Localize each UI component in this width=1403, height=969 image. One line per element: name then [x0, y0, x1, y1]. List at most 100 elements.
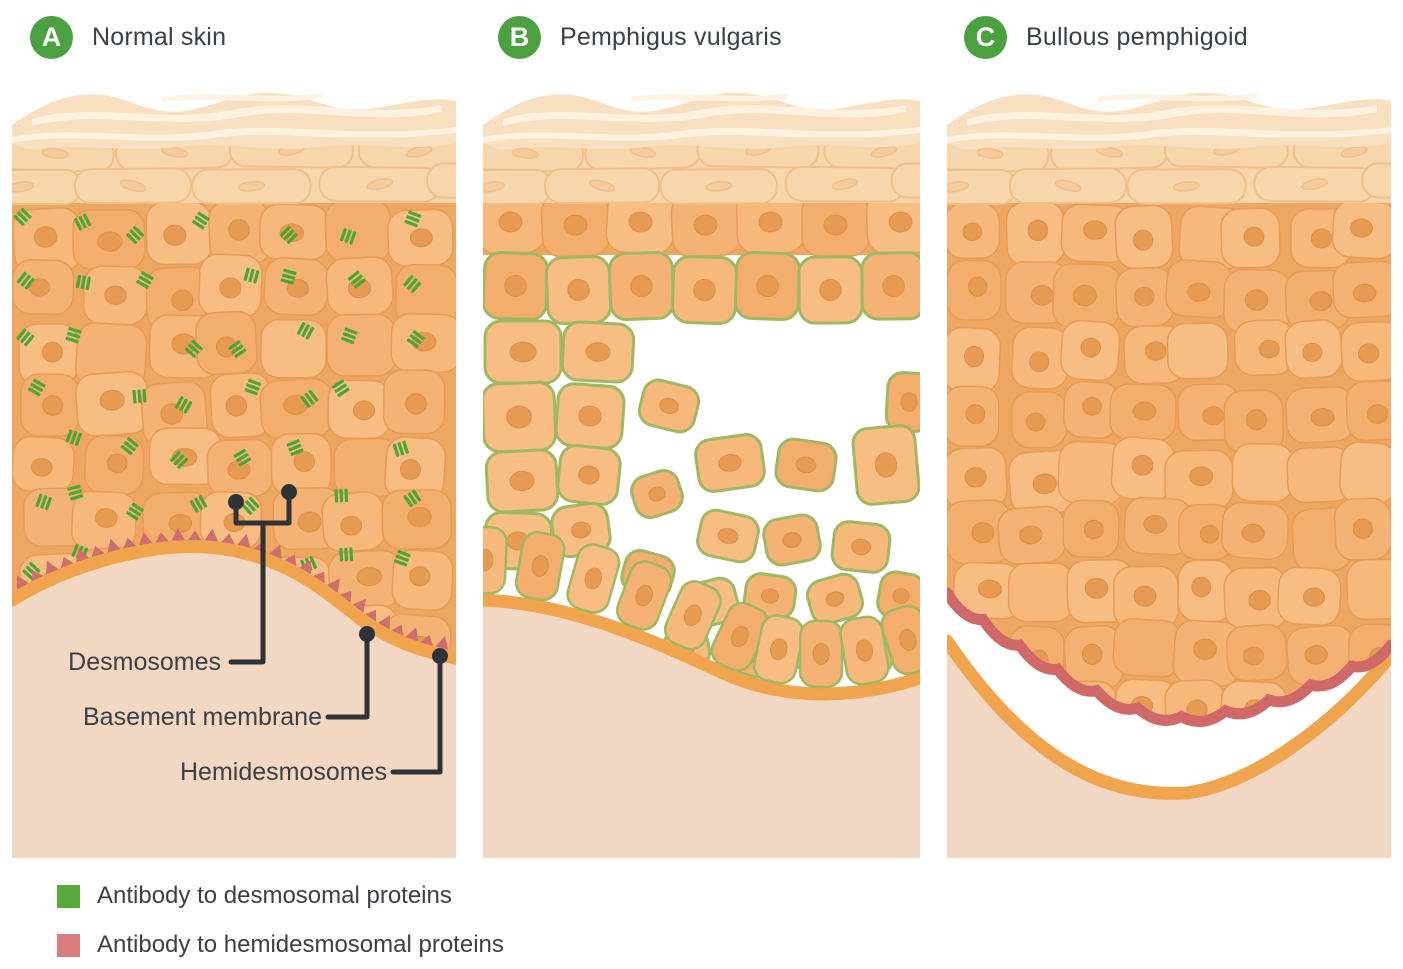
- desmosome-dot-left: [228, 494, 244, 510]
- panel-b-header: B Pemphigus vulgaris: [498, 16, 782, 59]
- hemidesmosome-tooth: [45, 560, 59, 576]
- antibody-mark-icon: [120, 437, 139, 456]
- cell-nucleus: [356, 567, 382, 587]
- cell-nucleus: [770, 638, 788, 661]
- cell-nucleus: [1310, 408, 1335, 427]
- acantholytic-cells: [483, 250, 920, 679]
- corneum-highlight-streak: [1097, 93, 1257, 102]
- hemidesmosome-tooth: [326, 578, 340, 594]
- antibody-mark-icon: [334, 488, 349, 503]
- cell-nucleus: [297, 511, 322, 533]
- squamous-cell-nucleus: [870, 145, 897, 158]
- epidermis-cells: [947, 203, 1391, 722]
- hemidesmosomal-antibody-rim: [947, 587, 1391, 727]
- panel-b-title: Pemphigus vulgaris: [560, 23, 782, 51]
- squamous-cell-nucleus: [366, 178, 394, 191]
- hemidesmosome-tooth: [171, 527, 186, 542]
- cell-nucleus: [1302, 587, 1325, 607]
- cell-nucleus: [41, 341, 63, 363]
- cell-nucleus: [409, 566, 431, 587]
- dermis: [483, 600, 920, 858]
- cell-nucleus: [1030, 285, 1054, 306]
- antibody-mark-icon: [244, 378, 262, 396]
- cell-nucleus: [340, 515, 363, 536]
- keratinocyte-cell: [324, 199, 392, 263]
- cell-nucleus: [963, 345, 985, 368]
- cell-nucleus: [1244, 289, 1269, 311]
- antibody-mark-icon: [392, 440, 409, 457]
- antibody-mark-icon: [136, 271, 154, 289]
- cell-nucleus: [761, 588, 779, 604]
- cell-nucleus: [1080, 337, 1102, 358]
- keratinocyte-cell: [1166, 322, 1229, 380]
- antibody-mark-icon: [243, 267, 260, 284]
- flattened-squamous-cell: [890, 162, 920, 201]
- antibody-mark-icon: [184, 339, 203, 358]
- stratum-corneum-surface: [12, 92, 456, 150]
- cell-nucleus: [756, 274, 779, 298]
- antibody-mark-icon: [169, 450, 189, 469]
- cell-nucleus: [1241, 523, 1265, 543]
- keratinocyte-cell: [1007, 562, 1075, 623]
- antibody-mark-icon: [28, 378, 46, 397]
- cell-nucleus: [628, 211, 653, 233]
- flattened-squamous-cell: [426, 162, 456, 201]
- cell-nucleus: [160, 403, 184, 425]
- cell-nucleus: [971, 522, 995, 544]
- cell-nucleus: [1258, 339, 1280, 359]
- cell-nucleus: [227, 460, 251, 480]
- cell-nucleus: [1032, 473, 1057, 495]
- cell-nucleus: [1189, 466, 1214, 487]
- cell-nucleus: [293, 451, 315, 472]
- squamous-cell-nucleus: [12, 181, 35, 193]
- cell-nucleus: [409, 228, 433, 248]
- panel-c-header: C Bullous pemphigoid: [964, 16, 1248, 59]
- antibody-mark-icon: [16, 328, 35, 347]
- cell-nucleus: [758, 211, 783, 233]
- panel-c-title: Bullous pemphigoid: [1026, 23, 1248, 51]
- desmosome-leader-line: [228, 520, 266, 665]
- cell-nucleus: [1082, 396, 1102, 416]
- hemidesmosome-tooth: [16, 575, 30, 590]
- squamous-cell-nucleus: [483, 181, 505, 193]
- antibody-mark-icon: [403, 275, 422, 294]
- panel-b-badge: B: [498, 16, 541, 59]
- hemidesmosome-tooth: [284, 554, 297, 567]
- cell-nucleus: [717, 528, 739, 544]
- attached-basal-cells: [483, 525, 920, 689]
- squamous-cell-nucleus: [237, 180, 266, 192]
- antibody-mark-icon: [228, 340, 247, 359]
- hemidesmosome-tooth: [419, 635, 434, 647]
- basement-membrane-leader-line: [325, 632, 370, 720]
- cell-nucleus: [33, 226, 58, 248]
- cell-nucleus: [1073, 284, 1097, 307]
- antibody-mark-icon: [279, 225, 298, 244]
- corneum-highlight-streak: [483, 127, 920, 143]
- cell-nucleus: [571, 521, 591, 539]
- cell-nucleus: [228, 219, 250, 241]
- hemidesmosome-tooth: [204, 528, 219, 542]
- desmosome-dot-right: [281, 484, 297, 500]
- cell-nucleus: [1246, 409, 1267, 431]
- upper-epidermis-layers: [483, 92, 920, 205]
- cell-nucleus: [1302, 342, 1323, 363]
- cell-nucleus: [171, 333, 197, 355]
- detached-basement-membrane-band: [947, 634, 1391, 800]
- cell-nucleus: [1027, 219, 1049, 242]
- cell-nucleus: [1029, 351, 1050, 373]
- cell-nucleus: [563, 214, 588, 236]
- antibody-mark-icon: [132, 389, 147, 404]
- panel-a-annotations: Desmosomes Basement membrane Hemidesmoso…: [68, 484, 448, 786]
- hemidesmosome-tooth: [91, 546, 105, 558]
- squamous-cell-nucleus: [1301, 178, 1329, 191]
- squamous-cell-nucleus: [1172, 180, 1201, 192]
- cell-nucleus: [888, 211, 913, 233]
- cell-nucleus: [1357, 343, 1380, 364]
- cell-nucleus: [1352, 283, 1377, 303]
- squamous-cell-nucleus: [1340, 145, 1368, 158]
- cell-nucleus: [899, 629, 917, 651]
- cell-nucleus: [506, 405, 532, 429]
- squamous-cell-nucleus: [588, 179, 616, 192]
- cell-nucleus: [483, 548, 494, 572]
- upper-epidermis-layers: [12, 92, 456, 205]
